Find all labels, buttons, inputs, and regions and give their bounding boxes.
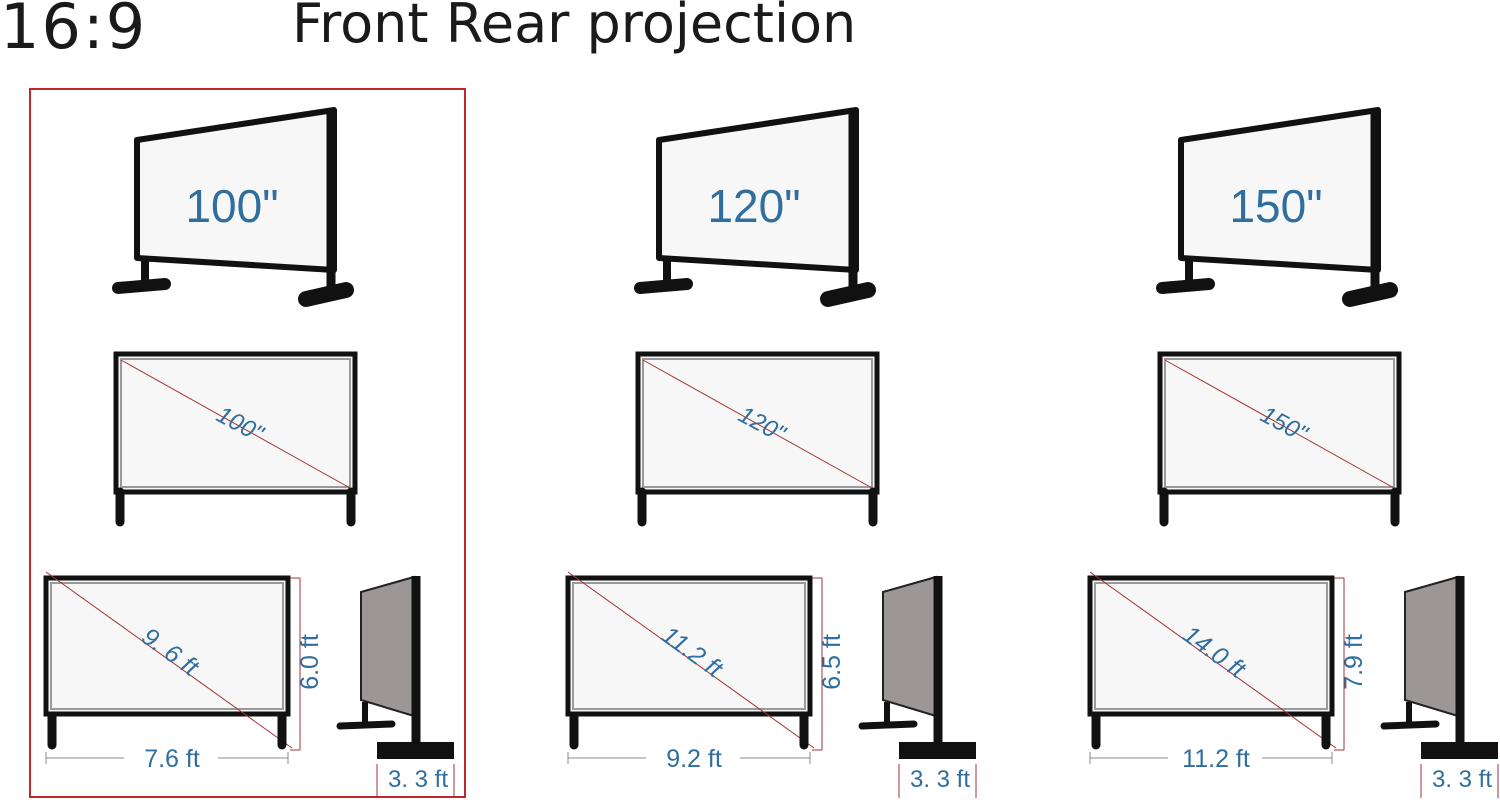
front-screen-inner-border: [642, 358, 873, 488]
dimension-screen-inner-border: [50, 582, 284, 710]
perspective-screen: 120": [634, 107, 876, 307]
side-screen-panel: [1404, 575, 1459, 718]
side-base-foot: [1421, 742, 1498, 759]
dimension-diagonal-line: [567, 571, 815, 749]
side-base-foot: [377, 742, 454, 759]
side-screen-panel: [360, 575, 415, 718]
width-feet-label: 7.6 ft: [144, 745, 200, 773]
perspective-left-foot: [1156, 278, 1215, 294]
side-rear-foot: [1380, 720, 1440, 730]
perspective-screen: 100": [112, 107, 354, 307]
front-screen-inner-border: [1164, 358, 1395, 488]
height-feet-label: 7.9 ft: [1340, 634, 1368, 690]
side-view: 3. 3 ft: [336, 575, 455, 798]
front-screen-inner-border: [120, 358, 351, 488]
selected-model-highlight: [29, 88, 466, 798]
perspective-size-label: 120": [707, 180, 800, 232]
side-view: 3. 3 ft: [858, 575, 977, 798]
front-screen-diagonal: [642, 359, 873, 489]
height-feet-label: 6.0 ft: [296, 634, 324, 690]
side-base-foot: [899, 742, 976, 759]
dimension-diagonal-line: [45, 571, 293, 749]
perspective-size-label: 150": [1229, 180, 1322, 232]
depth-feet-label: 3. 3 ft: [1432, 766, 1492, 793]
depth-feet-label: 3. 3 ft: [388, 766, 448, 793]
dimension-screen-inner-border: [1094, 582, 1328, 710]
height-feet-label: 6.5 ft: [818, 634, 846, 690]
aspect-ratio-label: 16:9: [0, 0, 148, 63]
front-screen: 150": [1157, 351, 1402, 527]
perspective-left-foot: [634, 278, 693, 294]
perspective-right-foot: [1342, 282, 1398, 307]
page-title: Front Rear projection: [292, 0, 857, 55]
width-feet-label: 9.2 ft: [666, 745, 722, 773]
perspective-left-foot: [112, 278, 171, 294]
side-screen-panel: [882, 575, 937, 718]
perspective-right-foot: [298, 282, 354, 307]
perspective-screen: 150": [1156, 107, 1398, 307]
side-view: 3. 3 ft: [1380, 575, 1499, 798]
dimension-diagonal-line: [1089, 571, 1337, 749]
width-feet-label: 11.2 ft: [1182, 745, 1250, 773]
perspective-right-foot: [820, 282, 876, 307]
front-screen: 100": [113, 351, 358, 527]
side-rear-foot: [336, 720, 396, 730]
front-screen-diagonal: [120, 359, 351, 489]
front-screen: 120": [635, 351, 880, 527]
depth-feet-label: 3. 3 ft: [910, 766, 970, 793]
dimension-screen-inner-border: [572, 582, 806, 710]
side-rear-foot: [858, 720, 918, 730]
front-screen-diagonal: [1164, 359, 1395, 489]
perspective-size-label: 100": [185, 180, 278, 232]
